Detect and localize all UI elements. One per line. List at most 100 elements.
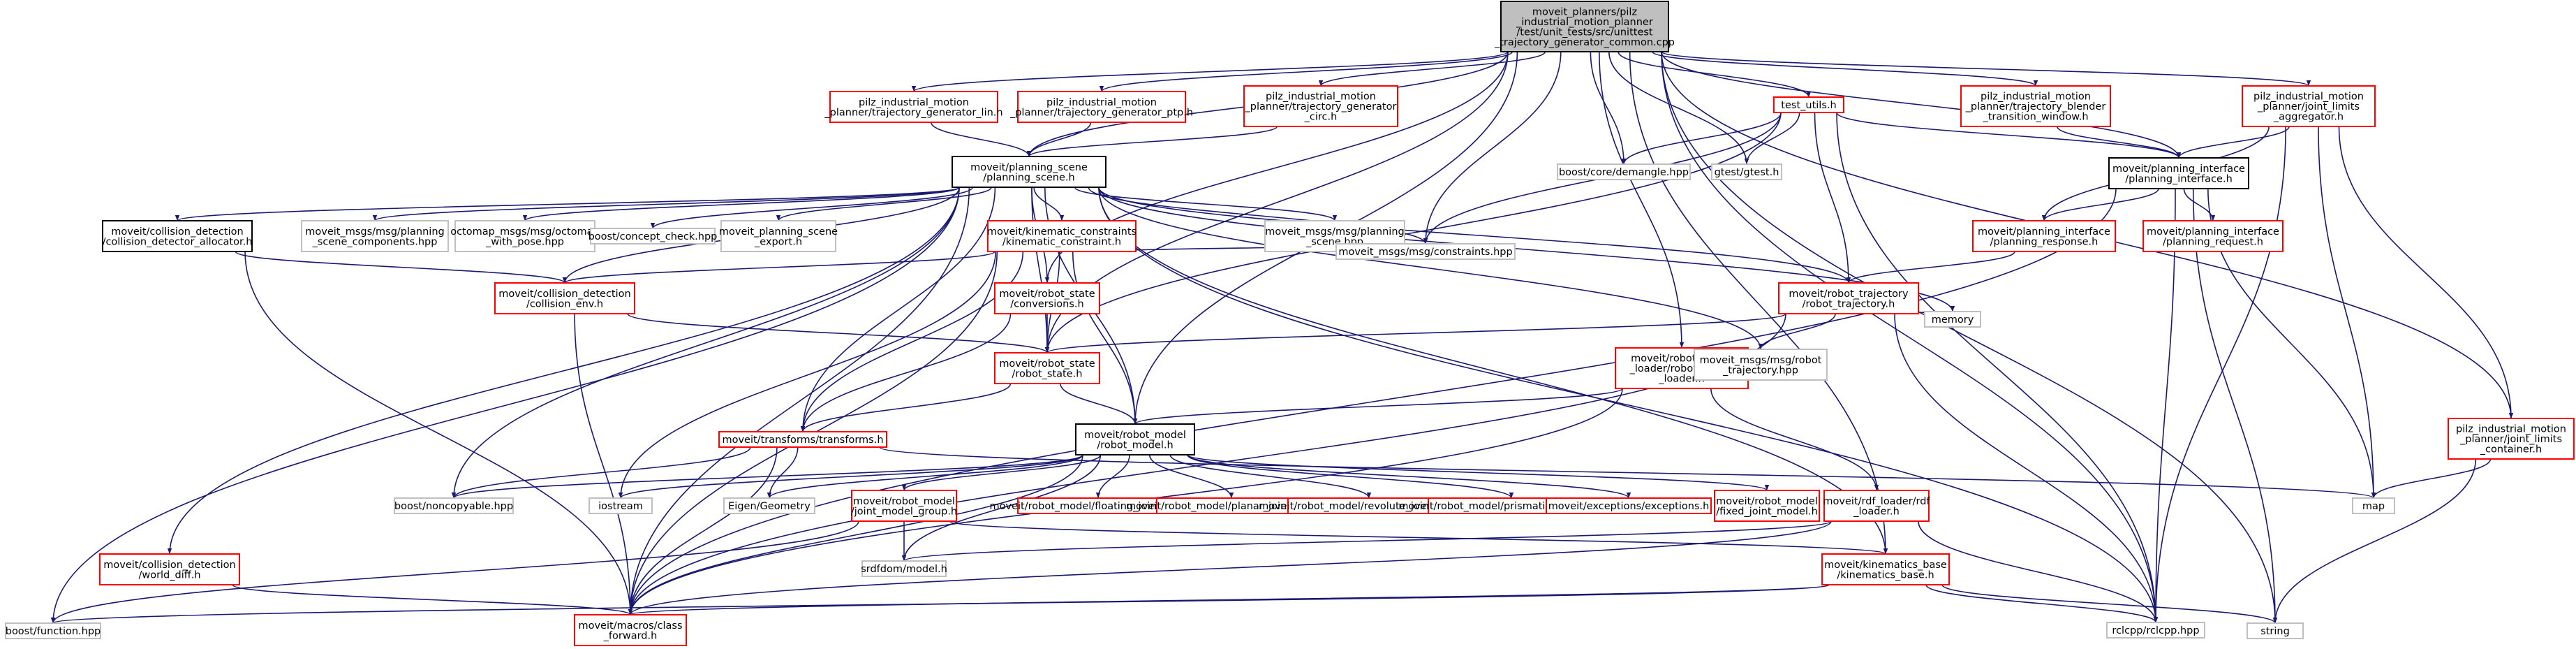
edge-planning-interface-to-planning-response: [2041, 188, 2159, 221]
node-boost-function[interactable]: boost/function.hpp: [5, 622, 101, 639]
edge-root-to-string: [1661, 51, 2278, 624]
node-map[interactable]: map: [2352, 497, 2395, 514]
node-label-line: moveit/planning_interface: [2147, 226, 2279, 238]
node-label-line: gtest/gtest.h: [1715, 167, 1779, 178]
node-label-line: /collision_detector_allocator.h: [103, 236, 253, 247]
node-label-line: _industrial_motion_planner: [1516, 17, 1653, 28]
node-ptp[interactable]: pilz_industrial_motion_planner/trajector…: [1009, 91, 1193, 123]
node-constraints-msg[interactable]: moveit_msgs/msg/constraints.hpp: [1335, 243, 1516, 260]
node-fixed[interactable]: moveit/robot_model/fixed_joint_model.h: [1714, 490, 1820, 522]
node-transforms[interactable]: moveit/transforms/transforms.h: [718, 431, 887, 448]
node-box: [2448, 418, 2575, 460]
node-kin-base[interactable]: moveit/kinematics_base/kinematics_base.h: [1821, 553, 1950, 585]
node-box: [829, 91, 998, 123]
node-iostream[interactable]: iostream: [589, 497, 653, 514]
edge-robot-model-to-class-forward: [628, 454, 1083, 615]
node-ps-components[interactable]: moveit_msgs/msg/planning_scene_component…: [301, 220, 449, 252]
node-planning-response[interactable]: moveit/planning_interface/planning_respo…: [1972, 220, 2116, 252]
node-label-line: /planning_interface.h: [2125, 173, 2233, 184]
node-box: [1075, 423, 1195, 455]
node-label-line: /joint_model_group.h: [851, 506, 957, 517]
node-rclcpp[interactable]: rclcpp/rclcpp.hpp: [2106, 622, 2205, 639]
node-gtest[interactable]: gtest/gtest.h: [1711, 163, 1782, 180]
node-box: [723, 497, 815, 514]
node-exceptions[interactable]: moveit/exceptions/exceptions.h: [1546, 497, 1712, 514]
node-robot-state[interactable]: moveit/robot_state/robot_state.h: [994, 352, 1100, 384]
node-planar[interactable]: moveit/robot_model/planar_joint_model.h: [1126, 497, 1337, 514]
node-jl-container[interactable]: pilz_industrial_motion_planner/joint_lim…: [2448, 418, 2575, 460]
edge-rm-loader-to-robot-model: [1133, 388, 1623, 425]
edge-lin-to-planning-scene: [930, 122, 1032, 157]
edge-robot-model-to-iostream: [618, 454, 1083, 499]
node-box: [2352, 497, 2395, 514]
node-cd-alloc[interactable]: moveit/collision_detection/collision_det…: [102, 220, 253, 252]
edge-planning-scene-to-noncopyable: [451, 187, 960, 499]
node-box: [1823, 490, 1930, 522]
node-label-line: /robot_model.h: [1097, 439, 1173, 451]
node-memory[interactable]: memory: [1924, 311, 1981, 328]
node-label-line: moveit/planning_interface: [2112, 163, 2245, 175]
node-rdf-loader[interactable]: moveit/rdf_loader/rdf_loader.h: [1823, 490, 1930, 522]
edge-transforms-to-class-forward: [628, 446, 778, 615]
edge-root-to-gtest: [1608, 51, 1749, 165]
edge-rm-loader-to-rdf-loader: [1710, 388, 1879, 491]
node-conversions[interactable]: moveit/robot_state/conversions.h: [994, 282, 1100, 314]
node-octomap[interactable]: octomap_msgs/msg/octomap_with_pose.hpp: [450, 220, 600, 252]
node-root[interactable]: moveit_planners/pilz_industrial_motion_p…: [1494, 1, 1675, 52]
node-ps-export[interactable]: moveit_planning_scene_export.h: [719, 220, 838, 252]
node-collision-env[interactable]: moveit/collision_detection/collision_env…: [494, 282, 635, 314]
edge-kin-base-to-rclcpp: [1925, 584, 2159, 623]
edge-blender-to-planning-interface: [2056, 126, 2182, 159]
node-label-line: moveit_msgs/msg/constraints.hpp: [1338, 247, 1512, 258]
edge-root-to-jl-agg: [1661, 51, 2311, 87]
node-concept-check[interactable]: boost/concept_check.hpp: [589, 228, 718, 245]
edge-root-to-lin: [912, 51, 1509, 92]
node-blender[interactable]: pilz_industrial_motion_planner/trajector…: [1960, 85, 2111, 127]
node-planning-request[interactable]: moveit/planning_interface/planning_reque…: [2142, 220, 2283, 252]
node-box: [2106, 622, 2205, 639]
node-label-line: /planning_scene.h: [983, 172, 1074, 183]
edge-planning-scene-to-rclcpp: [1098, 187, 2159, 623]
node-box: [2108, 157, 2249, 189]
node-box: [574, 614, 687, 646]
node-box: [494, 282, 635, 314]
node-box: [1924, 311, 1981, 328]
node-planning-interface[interactable]: moveit/planning_interface/planning_inter…: [2108, 157, 2249, 189]
nodes-layer: moveit_planners/pilz_industrial_motion_p…: [5, 1, 2575, 646]
node-jmg[interactable]: moveit/robot_model/joint_model_group.h: [851, 490, 957, 522]
node-label-line: /kinematics_base.h: [1837, 569, 1934, 581]
node-jl-agg[interactable]: pilz_industrial_motion_planner/joint_lim…: [2242, 85, 2376, 127]
node-planning-scene[interactable]: moveit/planning_scene/planning_scene.h: [952, 156, 1106, 188]
node-label-line: _trajectory.hpp: [1722, 365, 1798, 376]
edge-transforms-to-noncopyable: [451, 446, 751, 499]
node-label-line: octomap_msgs/msg/octomap: [450, 226, 600, 238]
node-circ[interactable]: pilz_industrial_motion_planner/trajector…: [1243, 85, 1398, 127]
node-robot-trajectory[interactable]: moveit/robot_trajectory/robot_trajectory…: [1778, 282, 1919, 314]
edge-robot-model-to-eigen: [767, 454, 1083, 499]
node-srdfdom[interactable]: srdfdom/model.h: [861, 560, 947, 577]
node-demangle[interactable]: boost/core/demangle.hpp: [1557, 163, 1691, 180]
node-label-line: /robot_state.h: [1012, 368, 1083, 379]
node-revolute[interactable]: moveit/robot_model/revolute_joint_model.…: [1259, 497, 1479, 514]
node-label-line: _transition_window.h: [1982, 112, 2088, 123]
node-eigen[interactable]: Eigen/Geometry: [723, 497, 815, 514]
node-label-line: moveit/collision_detection: [498, 289, 630, 300]
node-label-line: _planner/trajectory_generator: [1245, 101, 1397, 112]
edge-rdf-loader-to-class-forward: [628, 520, 1832, 615]
node-class-forward[interactable]: moveit/macros/class_forward.h: [574, 614, 687, 646]
node-test-utils[interactable]: test_utils.h: [1773, 96, 1844, 113]
node-robot-traj-msg[interactable]: moveit_msgs/msg/robot_trajectory.hpp: [1694, 349, 1828, 381]
edge-jmg-to-boost-function: [50, 520, 859, 624]
edge-planning-scene-to-boost-function: [50, 187, 960, 624]
edge-kin-constraints-to-robot-model: [1072, 251, 1138, 425]
node-label-line: /world_diff.h: [138, 569, 200, 581]
node-kin-constraints[interactable]: moveit/kinematic_constraints/kinematic_c…: [987, 220, 1137, 252]
node-string[interactable]: string: [2246, 622, 2304, 639]
node-robot-model[interactable]: moveit/robot_model/robot_model.h: [1075, 423, 1195, 455]
node-box: [1778, 282, 1919, 314]
node-lin[interactable]: pilz_industrial_motion_planner/trajector…: [824, 91, 1003, 123]
node-world-diff[interactable]: moveit/collision_detection/world_diff.h: [99, 553, 240, 585]
node-noncopyable[interactable]: boost/noncopyable.hpp: [394, 497, 514, 514]
edge-conversions-to-transforms: [800, 313, 1012, 432]
node-box: [102, 220, 253, 252]
